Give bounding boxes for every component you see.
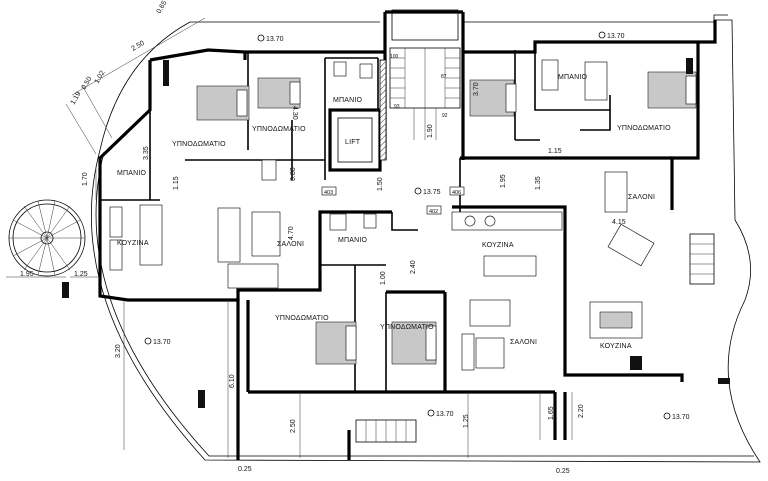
dimension-label: 3.35 — [143, 146, 150, 160]
dimension-label: 3.20 — [115, 344, 122, 358]
room-label-bedroom: ΥΠΝΟΔΩΜΑΤΙΟ — [380, 324, 434, 331]
dimension-label: 3.70 — [473, 82, 480, 96]
dimension-label: 2.50 — [131, 40, 146, 53]
level-marker: 13.70 — [144, 337, 171, 346]
room-label-kitchen: ΚΟΥΖΙΝΑ — [117, 240, 149, 247]
dimension-label: 1.95 — [20, 271, 34, 278]
main-stair — [389, 9, 461, 140]
dimension-label: 1.25 — [463, 414, 470, 428]
dimension-label: 1.50 — [377, 177, 384, 191]
furniture-middle — [315, 211, 563, 371]
dimension-lines — [6, 17, 573, 458]
bottom-features — [62, 58, 730, 443]
dimension-label: 1.65 — [548, 406, 555, 420]
dimension-label: 1.15 — [173, 176, 180, 190]
room-labels: ΥΠΝΟΔΩΜΑΤΙΟ ΥΠΝΟΔΩΜΑΤΙΟ ΥΠΝΟΔΩΜΑΤΙΟ ΥΠΝΟ… — [117, 74, 671, 350]
room-label-living: ΣΑΛΟΝΙ — [277, 241, 304, 248]
tag-marks: 403 402 406 — [321, 186, 465, 215]
dimension-label: 1.35 — [535, 176, 542, 190]
dimension-label: 0.65 — [156, 0, 169, 15]
dimension-label: 1.19 — [70, 91, 83, 106]
room-label-bath: ΜΠΑΝΙΟ — [117, 170, 147, 177]
dimension-label: 2.20 — [578, 404, 585, 418]
room-label-bath: ΜΠΑΝΙΟ — [333, 97, 363, 104]
level-value: 13.70 — [607, 33, 625, 40]
room-label-lift: LIFT — [345, 139, 361, 146]
tag-label: 403 — [324, 190, 333, 196]
level-value: 13.75 — [423, 189, 441, 196]
room-label-bedroom: ΥΠΝΟΔΩΜΑΤΙΟ — [172, 141, 226, 148]
dimension-label: 6.10 — [229, 374, 236, 388]
room-label-bath: ΜΠΑΝΙΟ — [338, 237, 368, 244]
dimension-label: 4.15 — [612, 219, 626, 226]
room-label-bedroom: ΥΠΝΟΔΩΜΑΤΙΟ — [252, 126, 306, 133]
level-marker: 13.70 — [427, 409, 454, 418]
dimension-label: 1.95 — [500, 174, 507, 188]
level-value: 13.70 — [266, 36, 284, 43]
stair-number: 93 — [394, 104, 400, 110]
stair-number: 92 — [442, 113, 448, 119]
dimension-label: 0.80 — [290, 167, 297, 181]
dimension-label: 2.50 — [290, 419, 297, 433]
dimension-label: 1.02 — [94, 70, 107, 85]
room-label-bedroom: ΥΠΝΟΔΩΜΑΤΙΟ — [275, 315, 329, 322]
dimension-label: 1.15 — [548, 148, 562, 155]
furniture-right-top — [469, 59, 697, 339]
level-marker: 13.70 — [663, 412, 690, 421]
level-marker: 13.70 — [598, 31, 625, 40]
level-value: 13.70 — [672, 414, 690, 421]
dimension-label: 4.70 — [288, 226, 295, 240]
dimension-label: 0.50 — [81, 76, 94, 91]
stair-numbers: 100 93 92 87 — [390, 54, 448, 119]
room-label-kitchen: ΚΟΥΖΙΝΑ — [482, 242, 514, 249]
level-value: 13.70 — [436, 411, 454, 418]
dimension-label: 1.70 — [82, 172, 89, 186]
dimension-label: 0.25 — [238, 466, 252, 473]
lift-core — [328, 59, 387, 172]
stair-number: 87 — [441, 74, 447, 80]
dimension-label: 1.00 — [380, 271, 387, 285]
room-label-bath: ΜΠΑΝΙΟ — [558, 74, 588, 81]
tag-label: 402 — [429, 209, 438, 215]
dimension-label: 1.25 — [74, 271, 88, 278]
level-marker: 13.70 — [257, 34, 284, 43]
dimension-label: 2.40 — [410, 260, 417, 274]
room-label-living: ΣΑΛΟΝΙ — [510, 339, 537, 346]
tag-label: 406 — [452, 190, 461, 196]
dimension-label: 0.25 — [556, 468, 570, 475]
level-markers: 13.70 13.70 13.70 13.70 13.75 13.70 — [144, 31, 690, 421]
room-label-kitchen: ΚΟΥΖΙΝΑ — [600, 343, 632, 350]
level-marker: 13.75 — [414, 187, 441, 196]
room-label-bedroom: ΥΠΝΟΔΩΜΑΤΙΟ — [617, 125, 671, 132]
spiral-stair — [8, 199, 86, 277]
level-value: 13.70 — [153, 339, 171, 346]
dimension-label: 1.90 — [427, 124, 434, 138]
furniture-left — [109, 61, 373, 289]
stair-number: 100 — [390, 54, 399, 60]
dimension-label: 4.30 — [291, 106, 298, 120]
room-label-living: ΣΑΛΟΝΙ — [628, 194, 655, 201]
terrace-outline — [90, 14, 761, 463]
